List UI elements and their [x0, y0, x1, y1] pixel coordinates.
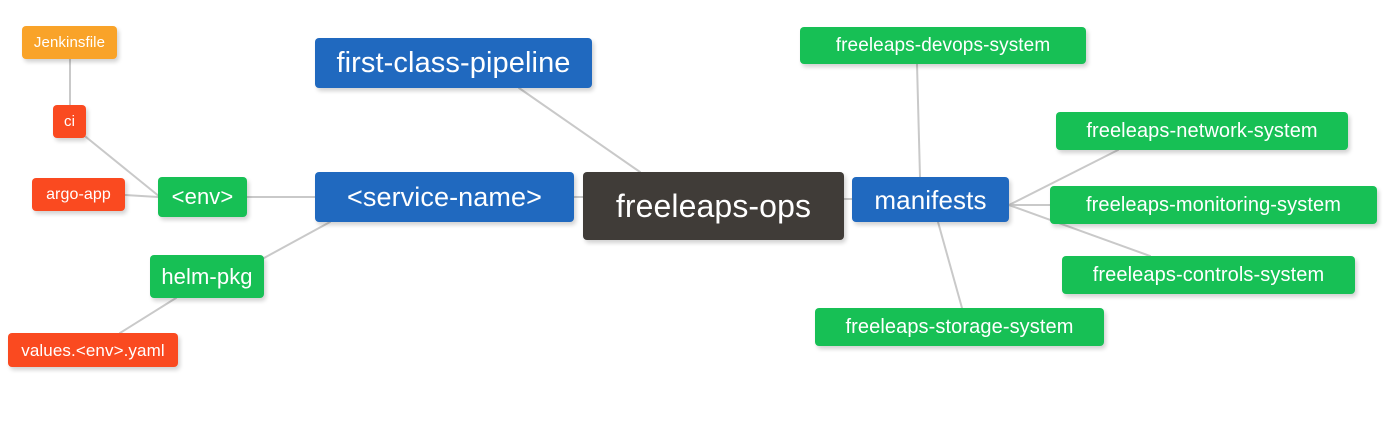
node-label-freeleaps-network-system: freeleaps-network-system: [1086, 120, 1318, 142]
node-label-service-name: <service-name>: [347, 181, 542, 212]
node-freeleaps-ops[interactable]: freeleaps-ops: [583, 172, 844, 240]
node-label-env: <env>: [171, 184, 234, 209]
edge-helm-pkg-to-service-name: [263, 221, 331, 259]
node-freeleaps-monitoring-system[interactable]: freeleaps-monitoring-system: [1050, 186, 1377, 224]
node-label-jenkinsfile: Jenkinsfile: [33, 34, 106, 51]
node-manifests[interactable]: manifests: [852, 177, 1009, 222]
node-first-class-pipeline[interactable]: first-class-pipeline: [315, 38, 592, 88]
node-argo-app[interactable]: argo-app: [32, 178, 125, 211]
node-label-ci: ci: [63, 113, 76, 130]
node-label-freeleaps-ops: freeleaps-ops: [615, 188, 812, 224]
edge-values-env-yaml-to-helm-pkg: [119, 297, 177, 334]
node-freeleaps-devops-system[interactable]: freeleaps-devops-system: [800, 27, 1086, 64]
node-label-first-class-pipeline: first-class-pipeline: [336, 46, 571, 79]
node-label-argo-app: argo-app: [46, 185, 111, 203]
node-values-env-yaml[interactable]: values.<env>.yaml: [8, 333, 178, 367]
edge-manifests-to-freeleaps-storage-system: [937, 221, 963, 309]
node-freeleaps-network-system[interactable]: freeleaps-network-system: [1056, 112, 1348, 150]
node-label-helm-pkg: helm-pkg: [161, 263, 253, 289]
node-freeleaps-controls-system[interactable]: freeleaps-controls-system: [1062, 256, 1355, 294]
edge-manifests-to-freeleaps-devops-system: [916, 63, 921, 178]
edge-first-class-pipeline-to-freeleaps-ops: [518, 87, 641, 173]
node-service-name[interactable]: <service-name>: [315, 172, 574, 222]
node-helm-pkg[interactable]: helm-pkg: [150, 255, 264, 298]
node-label-freeleaps-monitoring-system: freeleaps-monitoring-system: [1085, 194, 1341, 216]
node-label-values-env-yaml: values.<env>.yaml: [21, 340, 165, 360]
node-ci[interactable]: ci: [53, 105, 86, 138]
node-freeleaps-storage-system[interactable]: freeleaps-storage-system: [815, 308, 1104, 346]
node-label-freeleaps-devops-system: freeleaps-devops-system: [835, 35, 1051, 56]
node-jenkinsfile[interactable]: Jenkinsfile: [22, 26, 117, 59]
node-label-freeleaps-storage-system: freeleaps-storage-system: [845, 316, 1074, 338]
node-env[interactable]: <env>: [158, 177, 247, 217]
edge-argo-app-to-env: [124, 194, 159, 198]
node-label-manifests: manifests: [874, 184, 987, 215]
node-label-freeleaps-controls-system: freeleaps-controls-system: [1092, 264, 1325, 286]
